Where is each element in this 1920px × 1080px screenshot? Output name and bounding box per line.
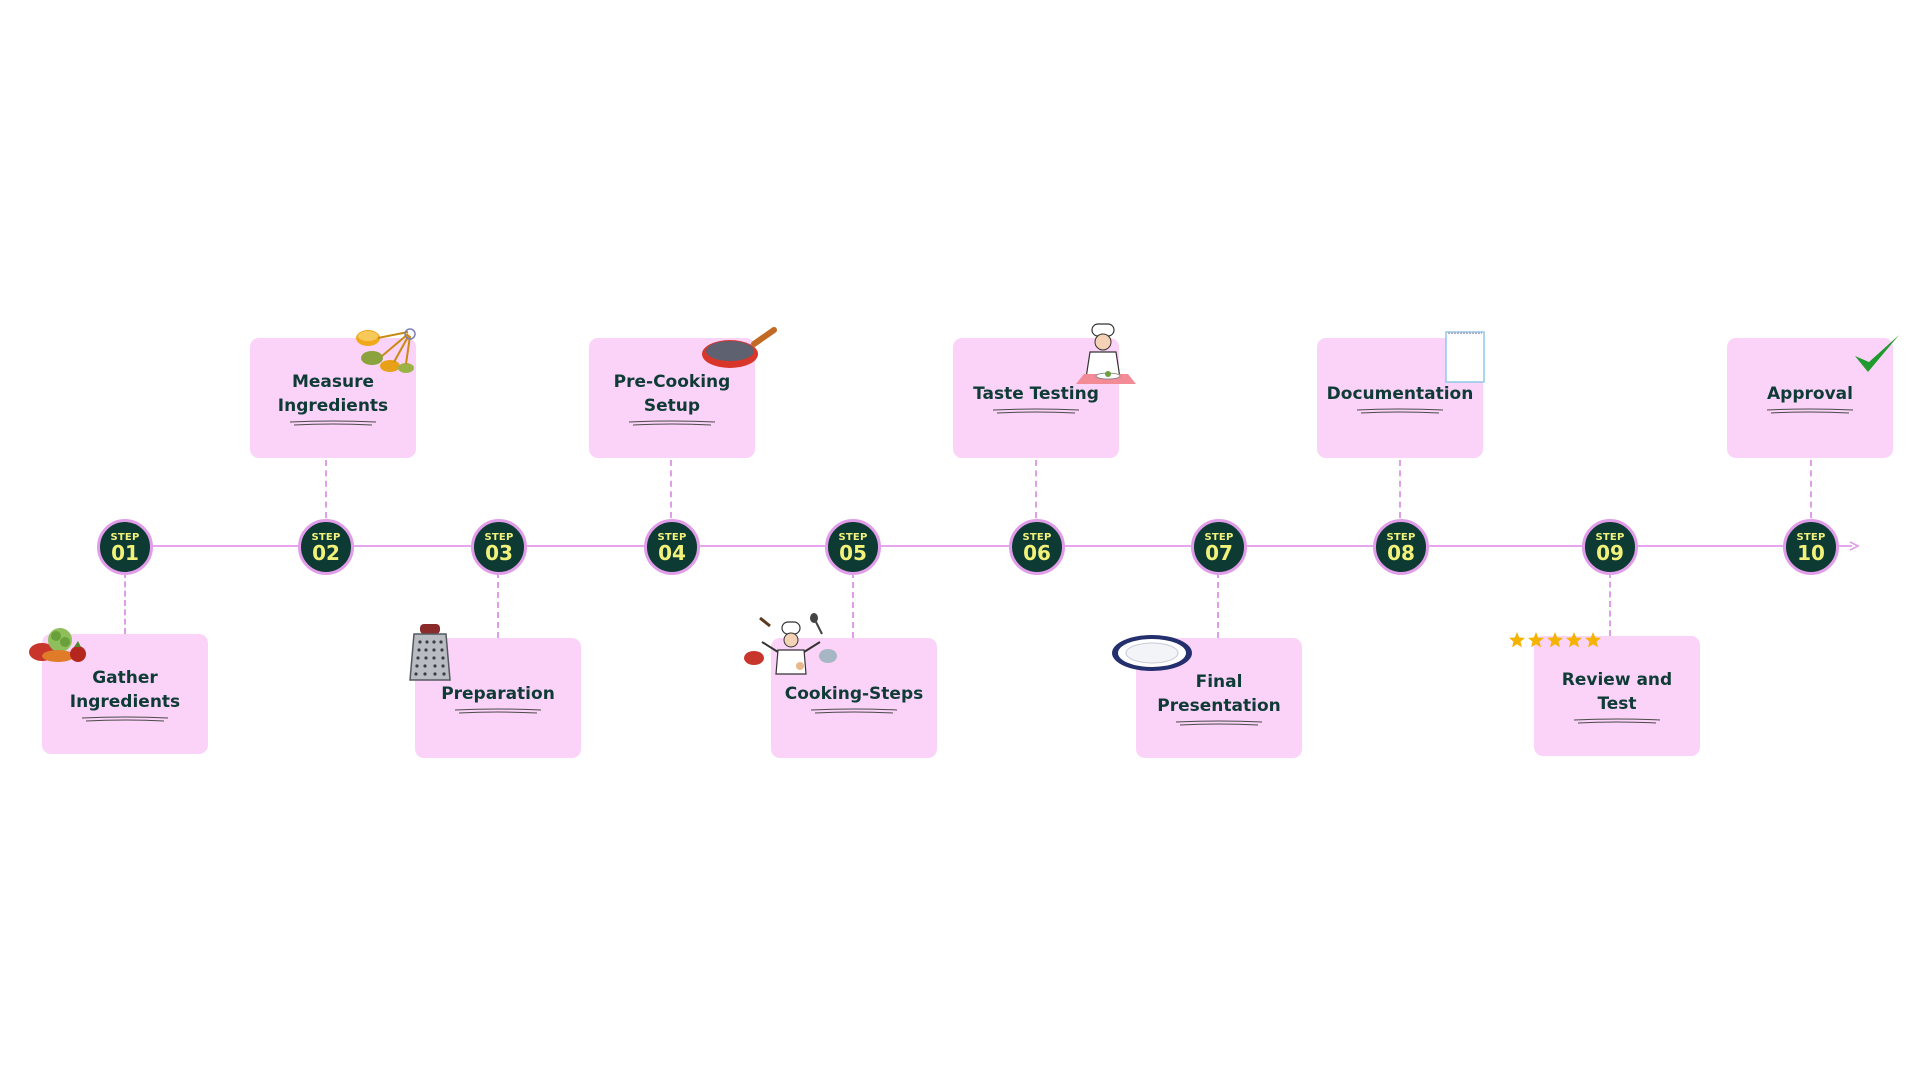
step-word: STEP [1386,531,1416,543]
step-02-circle: STEP 02 [298,519,354,575]
step-word: STEP [838,531,868,543]
step-07-connector [1217,572,1219,638]
step-06-title: Taste Testing [973,383,1099,404]
title-underline [810,708,898,713]
step-08-connector [1399,460,1401,518]
step-10-connector [1810,460,1812,518]
step-number: 03 [485,540,513,565]
title-underline [1175,720,1263,725]
step-06-circle: STEP 06 [1009,519,1065,575]
step-word: STEP [1022,531,1052,543]
step-number: 04 [658,540,686,565]
step-09-title: Review and Test [1561,669,1673,714]
title-underline [81,716,169,721]
step-word: STEP [657,531,687,543]
step-number: 05 [839,540,867,565]
step-02-title: Measure Ingredients [277,371,389,416]
step-number: 02 [312,540,340,565]
step-03-title: Preparation [441,683,555,704]
step-word: STEP [1796,531,1826,543]
step-number: 08 [1387,540,1415,565]
step-09-card: Review and Test [1534,636,1700,756]
step-07-circle: STEP 07 [1191,519,1247,575]
five-stars-icon [1509,632,1601,648]
title-underline [628,420,716,425]
step-08-circle: STEP 08 [1373,519,1429,575]
measuring-cups-icon [356,328,416,373]
step-04-title: Pre-Cooking Setup [613,371,731,416]
step-10-circle: STEP 10 [1783,519,1839,575]
frying-pan-icon [702,327,777,368]
step-10-card: Approval [1727,338,1893,458]
step-05-title: Cooking-Steps [784,683,924,704]
cheese-grater-icon [409,624,451,681]
step-03-connector [497,572,499,638]
step-01-title: Gather Ingredients [69,667,181,712]
step-05-card: Cooking-Steps [771,638,937,758]
step-word: STEP [311,531,341,543]
step-word: STEP [484,531,514,543]
step-08-title: Documentation [1326,383,1474,404]
step-02-connector [325,460,327,518]
step-number: 01 [111,540,139,565]
step-word: STEP [1204,531,1234,543]
step-07-title: Final Presentation [1157,671,1281,716]
step-08-card: Documentation [1317,338,1483,458]
title-underline [992,408,1080,413]
title-underline [1356,408,1444,413]
step-number: 09 [1596,540,1624,565]
step-number: 07 [1205,540,1233,565]
chef-tasting-icon [1076,323,1136,384]
step-02-card: Measure Ingredients [250,338,416,458]
title-underline [454,708,542,713]
step-09-connector [1609,572,1611,636]
timeline-line [122,545,1852,547]
plate-icon [1112,635,1192,671]
step-01-circle: STEP 01 [97,519,153,575]
step-number: 06 [1023,540,1051,565]
step-03-circle: STEP 03 [471,519,527,575]
step-06-connector [1035,460,1037,518]
step-word: STEP [110,531,140,543]
notepad-icon [1445,331,1485,383]
title-underline [289,420,377,425]
step-01-connector [124,572,126,634]
step-04-circle: STEP 04 [644,519,700,575]
title-underline [1766,408,1854,413]
title-underline [1573,718,1661,723]
timeline-arrow-icon [1849,541,1860,551]
checkmark-icon [1855,335,1899,372]
step-09-circle: STEP 09 [1582,519,1638,575]
step-05-circle: STEP 05 [825,519,881,575]
vegetables-icon [29,628,86,662]
step-10-title: Approval [1767,383,1853,404]
step-word: STEP [1595,531,1625,543]
step-04-connector [670,460,672,518]
step-number: 10 [1797,540,1825,565]
juggling-chef-icon [744,613,837,675]
step-05-connector [852,572,854,638]
